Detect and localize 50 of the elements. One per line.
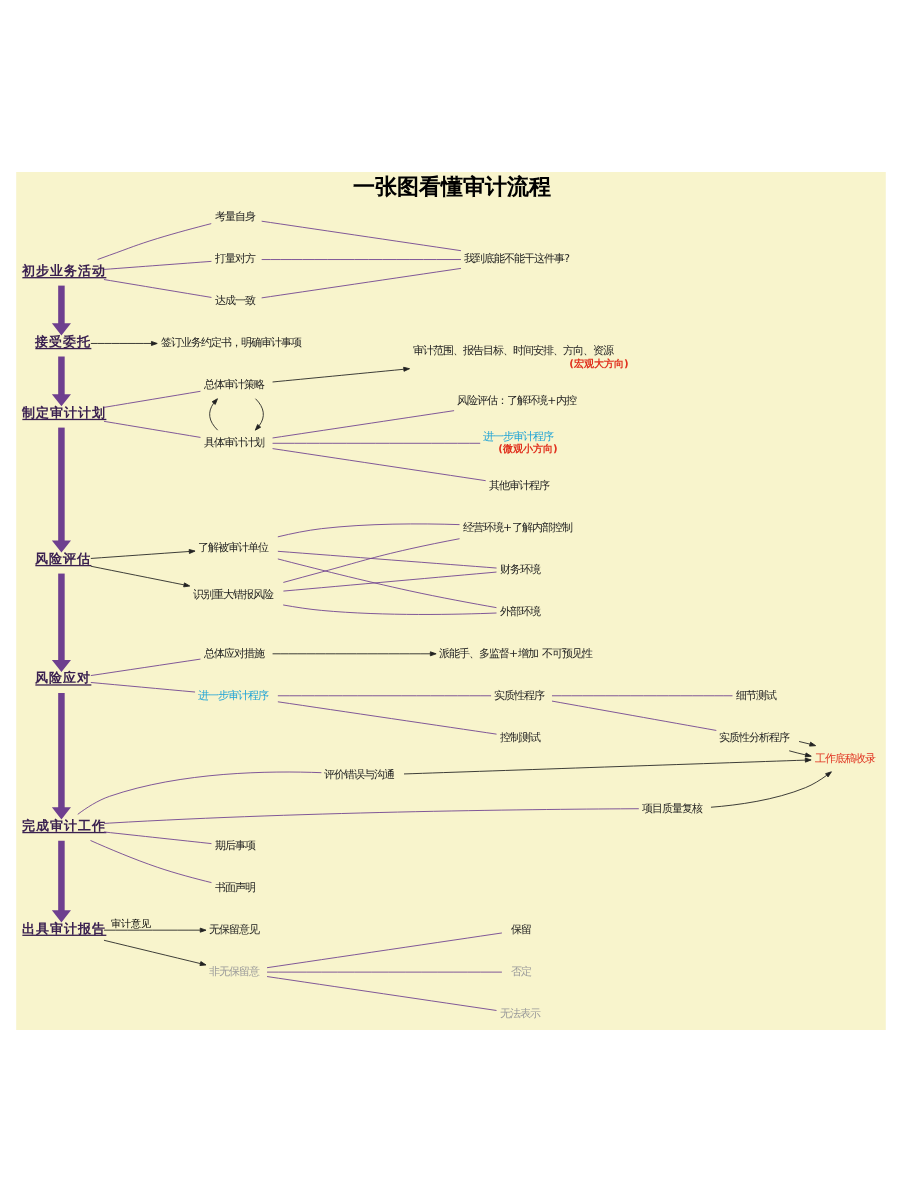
connector <box>103 830 212 844</box>
arrow <box>788 749 812 757</box>
arrow <box>209 397 219 430</box>
arrow <box>90 564 191 587</box>
connector <box>277 700 497 734</box>
connector <box>77 770 322 814</box>
connector <box>266 931 503 968</box>
arrow <box>254 397 264 430</box>
connector <box>90 657 201 675</box>
arrow <box>51 284 71 335</box>
arrow <box>710 770 832 807</box>
connector <box>90 681 196 692</box>
connector <box>97 222 212 259</box>
connector <box>282 537 460 582</box>
connector <box>277 557 497 608</box>
connector <box>103 807 640 823</box>
connector <box>282 603 497 614</box>
diagram-title: 一张图看懂审计流程 <box>352 173 551 200</box>
connector <box>266 970 503 972</box>
arrow <box>272 650 437 656</box>
arrow <box>51 426 71 552</box>
arrow <box>798 740 817 746</box>
connector <box>272 409 455 438</box>
arrow <box>51 355 71 406</box>
connector <box>103 419 201 437</box>
connector <box>90 839 212 883</box>
arrow <box>103 938 207 965</box>
connector <box>283 570 497 591</box>
connector <box>261 219 462 251</box>
arrow <box>90 548 196 558</box>
connector <box>261 258 462 259</box>
connector <box>277 549 497 568</box>
connector <box>103 278 212 297</box>
arrow <box>51 691 71 819</box>
arrow <box>403 756 812 774</box>
connector <box>266 975 497 1010</box>
connector <box>277 522 460 537</box>
connector <box>551 699 717 730</box>
connector <box>103 389 201 407</box>
connector <box>272 441 481 443</box>
connector <box>103 259 212 269</box>
connector <box>551 694 733 696</box>
connector <box>272 447 487 481</box>
arrow <box>272 365 410 382</box>
connector <box>261 266 462 298</box>
arrow <box>51 572 71 672</box>
arrow <box>51 839 71 922</box>
arrow <box>90 340 158 345</box>
connector <box>277 694 492 696</box>
arrow <box>103 926 207 932</box>
